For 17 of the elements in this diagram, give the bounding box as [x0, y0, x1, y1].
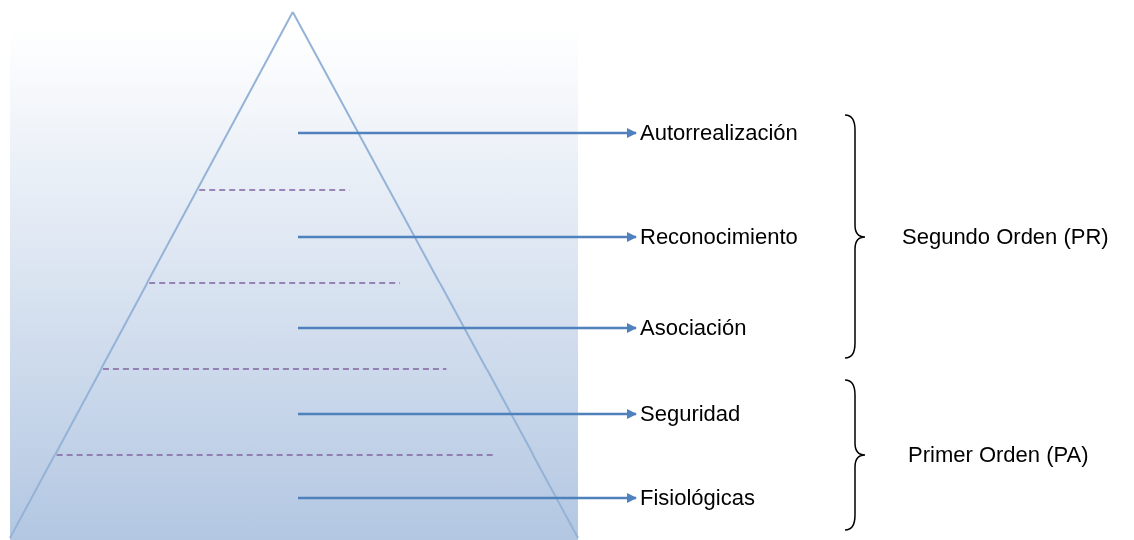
- arrow: [298, 232, 637, 242]
- pyramid-level: [147, 190, 440, 283]
- group-label: Primer Orden (PA): [908, 442, 1089, 468]
- level-label: Fisiológicas: [640, 485, 755, 511]
- pyramid-level: [100, 283, 487, 369]
- level-label: Seguridad: [640, 401, 741, 427]
- group-label: Segundo Orden (PR): [902, 224, 1109, 250]
- arrow: [298, 128, 637, 138]
- pyramid-level: [54, 369, 533, 455]
- arrow: [298, 323, 637, 333]
- pyramid-level: [197, 12, 390, 190]
- level-label: Autorrealización: [640, 120, 798, 146]
- level-label: Reconocimiento: [640, 224, 798, 250]
- pyramid-level: [10, 455, 578, 538]
- level-label: Asociación: [640, 315, 747, 341]
- arrow: [298, 493, 637, 503]
- arrow: [298, 409, 637, 419]
